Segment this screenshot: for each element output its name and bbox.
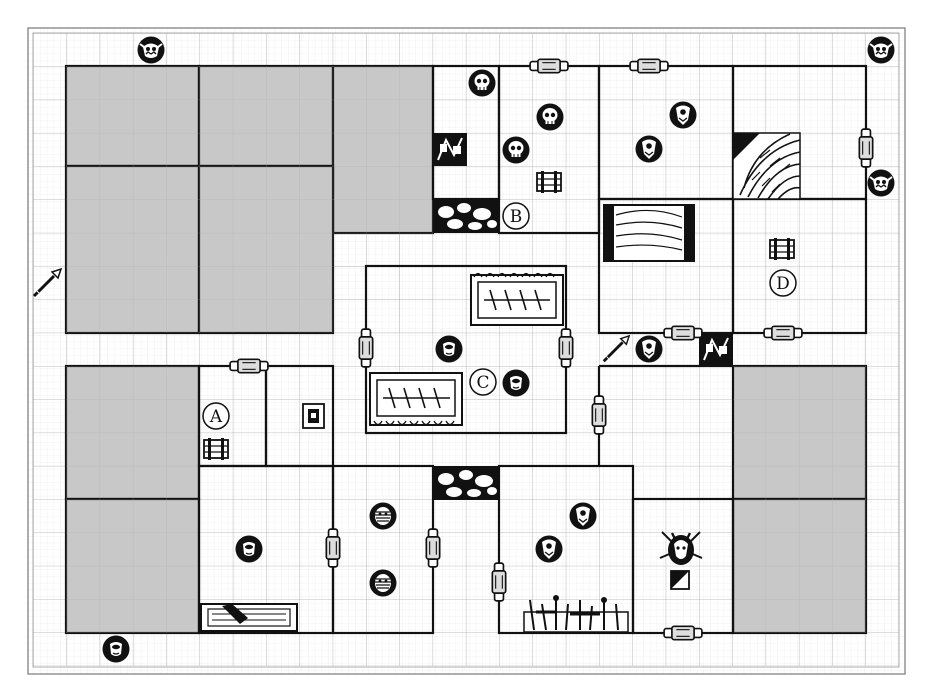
skeleton-token-2 (536, 103, 564, 131)
treasure-chest-b (536, 170, 562, 194)
cupboard-room-a (302, 403, 325, 429)
door-room-c-left (358, 328, 374, 368)
room-label-c: C (469, 368, 497, 396)
fimir-token-4 (568, 501, 598, 531)
goblin-token-bottom-left (234, 534, 264, 564)
rubble-block-bottom (433, 466, 499, 500)
door-bottom-left-room (325, 528, 341, 568)
bookshelf-bottom-left (200, 603, 298, 632)
door-bottom-middle-room (425, 528, 441, 568)
treasure-chest-a (203, 437, 229, 461)
table-room-d (603, 204, 695, 262)
door-d-left-bottom (663, 325, 703, 341)
svg-text:D: D (776, 274, 790, 294)
skeleton-token-1 (468, 69, 496, 97)
mummy-token-1 (368, 501, 398, 531)
board-inner-border (32, 32, 900, 668)
door-room-c-right (558, 328, 574, 368)
stairway-tile (732, 132, 801, 200)
fimir-token-5 (534, 534, 564, 564)
room-label-d: D (769, 269, 797, 297)
tomb-lower-room-c (369, 372, 463, 426)
room-label-a: A (202, 402, 230, 430)
weapons-rack (523, 595, 629, 633)
pit-tile-corridor (699, 333, 733, 366)
door-room-a-top (229, 358, 269, 374)
chaos-sorcerer-figure (659, 531, 703, 565)
goblin-token-room-c-2 (501, 368, 531, 398)
rubble-block-b (433, 199, 499, 233)
goblin-token-room-c (434, 334, 464, 364)
door-top-middle (629, 58, 669, 74)
orc-token-top-right (866, 35, 896, 65)
svg-text:A: A (209, 407, 223, 427)
svg-text:C: C (476, 373, 489, 393)
goblin-token-bottom-edge (101, 634, 131, 664)
door-corridor-right (591, 395, 607, 435)
svg-text:B: B (510, 207, 523, 227)
room-label-b: B (502, 202, 530, 230)
blocked-grid-overlay (66, 66, 866, 633)
fimir-token-3 (634, 334, 664, 364)
tomb-upper-room-c (470, 272, 564, 326)
orc-token-right (866, 168, 896, 198)
fimir-token-2 (634, 134, 664, 164)
skeleton-token-3 (502, 136, 530, 164)
treasure-chest-d (769, 237, 795, 261)
orc-token-top-left (136, 35, 166, 65)
board-border (27, 27, 906, 675)
mummy-token-2 (368, 568, 398, 598)
door-bottom-right (663, 625, 703, 641)
fimir-token-1 (668, 100, 698, 130)
room-labels: A B C D (202, 202, 797, 430)
pit-tile-b-left (433, 133, 467, 166)
door-right-edge (858, 128, 874, 168)
rubble-squares (433, 199, 499, 500)
door-bottom-center-room (491, 562, 507, 602)
door-top-b (529, 58, 569, 74)
trap-tile-small (670, 570, 690, 590)
door-d-bottom (763, 325, 803, 341)
